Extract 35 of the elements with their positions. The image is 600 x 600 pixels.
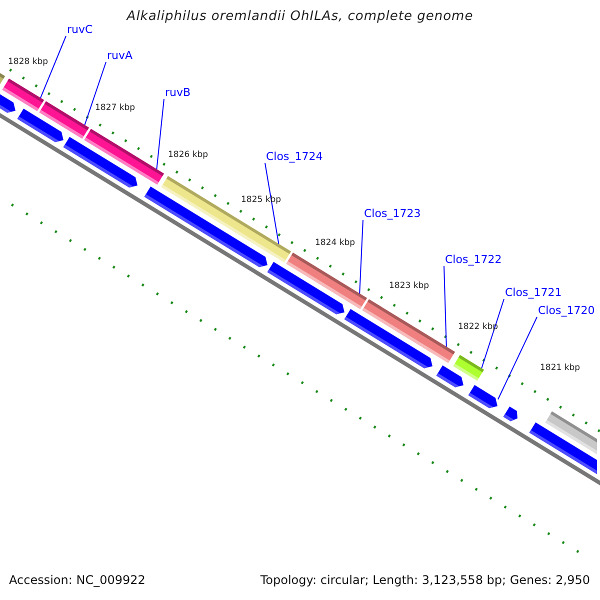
gene-label: ruvC: [67, 23, 93, 36]
title: Alkaliphilus oremlandii OhILAs, complete genome: [125, 9, 474, 24]
leader-line: [264, 162, 280, 244]
position-label: 1823 kbp: [389, 281, 430, 291]
leader-line: [84, 62, 106, 126]
gene-label: Clos_1724: [266, 150, 323, 163]
leader-line: [498, 316, 538, 400]
position-label: 1826 kbp: [168, 150, 208, 160]
coding-sequence-block: [0, 94, 16, 113]
coding-sequence-block: [144, 186, 268, 268]
coding-sequence-block: [529, 422, 597, 474]
coding-sequence-block: [503, 406, 518, 422]
leader-line: [156, 98, 164, 170]
position-label: 1824 kbp: [315, 238, 356, 248]
leader-line: [481, 298, 504, 369]
gene-label: ruvA: [107, 49, 133, 62]
coding-sequence-block: [63, 136, 138, 188]
genome-summary: Topology: circular; Length: 3,123,558 bp; Genes: 2,950: [260, 573, 590, 587]
coding-sequence-block: [436, 365, 464, 388]
leader-line: [359, 220, 364, 294]
accession-text: Accession: NC_009922: [9, 573, 146, 587]
gene-label: Clos_1720: [538, 304, 595, 317]
coding-sequence-block: [468, 385, 498, 408]
position-label: 1821 kbp: [540, 363, 580, 373]
position-label: 1828 kbp: [8, 57, 48, 67]
leader-line: [444, 266, 447, 348]
coding-sequence-block: [17, 108, 64, 142]
gene-label: Clos_1722: [445, 253, 502, 266]
gene-label: Clos_1721: [505, 286, 562, 299]
leader-line: [40, 36, 66, 98]
gene-label: ruvB: [165, 86, 191, 99]
coding-sequence-block: [267, 262, 344, 314]
position-label: 1827 kbp: [95, 103, 136, 113]
gene-label: Clos_1723: [364, 207, 421, 220]
coding-sequence-block: [344, 309, 432, 368]
